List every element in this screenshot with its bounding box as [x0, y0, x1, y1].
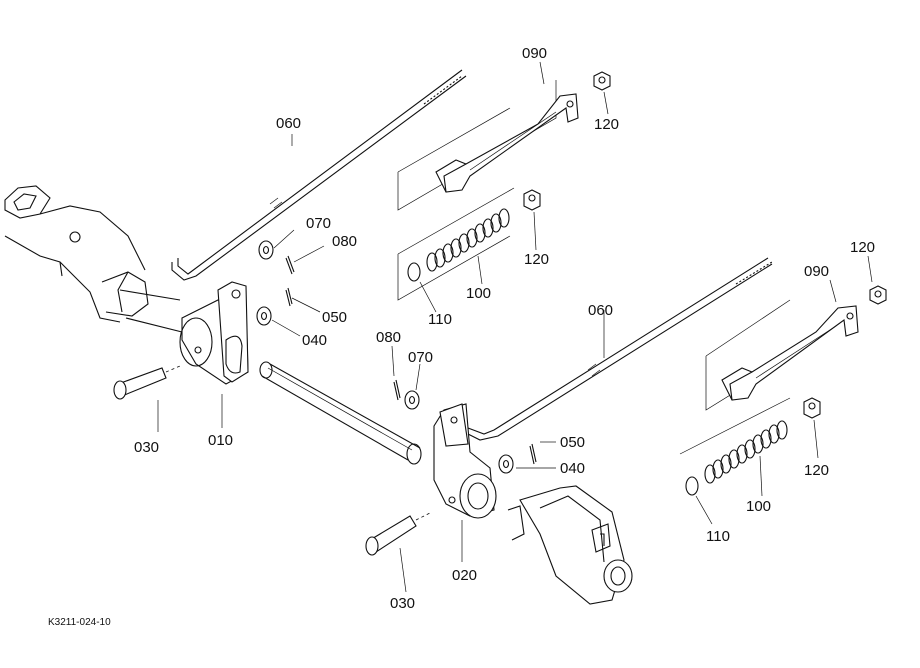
cotter-pin-080-lower: [393, 379, 401, 401]
label-050-lower: 050: [560, 434, 585, 451]
label-090-lower: 090: [804, 263, 829, 280]
label-010: 010: [208, 432, 233, 449]
washer-070-lower: [404, 390, 420, 410]
label-120-upper-b: 120: [524, 251, 549, 268]
cotter-pin-050-upper: [285, 287, 293, 307]
label-100-lower: 100: [746, 498, 771, 515]
nut-120-lower-a: [869, 285, 887, 305]
label-020: 020: [452, 567, 477, 584]
label-120-upper-a: 120: [594, 116, 619, 133]
spring-100-upper: [407, 208, 510, 282]
bracket-020: [433, 403, 497, 519]
label-030-left: 030: [134, 439, 159, 456]
label-100-upper: 100: [466, 285, 491, 302]
label-060-lower: 060: [588, 302, 613, 319]
nut-120-lower-b: [803, 397, 821, 419]
rod-060-upper: [171, 69, 467, 281]
washer-040-upper: [256, 306, 272, 326]
label-110-upper: 110: [428, 311, 452, 328]
washer-040-lower: [498, 454, 514, 474]
leader-lines: [157, 61, 873, 593]
label-060-upper: 060: [276, 115, 301, 132]
label-120-lower-a: 120: [850, 239, 875, 256]
label-040-upper: 040: [302, 332, 327, 349]
label-110-lower: 110: [706, 528, 730, 545]
pin-030-right: [365, 511, 433, 556]
spring-100-lower: [685, 420, 788, 496]
bracket-010: [179, 281, 249, 385]
nut-120-upper-b: [523, 189, 541, 211]
label-090-upper: 090: [522, 45, 547, 62]
label-080-lower: 080: [376, 329, 401, 346]
label-070-upper: 070: [306, 215, 331, 232]
nut-120-upper-a: [593, 71, 611, 91]
label-080-upper: 080: [332, 233, 357, 250]
cotter-pin-080-upper: [285, 255, 295, 275]
label-120-lower-b: 120: [804, 462, 829, 479]
label-070-lower: 070: [408, 349, 433, 366]
lever-090-upper: [435, 93, 579, 193]
label-050-upper: 050: [322, 309, 347, 326]
right-housing: [507, 485, 633, 605]
rod-060-lower: [467, 257, 773, 441]
washer-070-upper: [258, 240, 274, 260]
cross-shaft: [259, 361, 422, 465]
drawing-code: K3211-024-10: [48, 617, 111, 628]
label-040-lower: 040: [560, 460, 585, 477]
cotter-pin-050-lower: [529, 443, 537, 465]
part-labels: 010 020 030 030 040 040 050 050 060 060 …: [48, 45, 875, 628]
pin-030-left: [113, 365, 181, 400]
label-030-right: 030: [390, 595, 415, 612]
lever-090-lower: [721, 305, 859, 401]
left-housing: [4, 185, 183, 333]
